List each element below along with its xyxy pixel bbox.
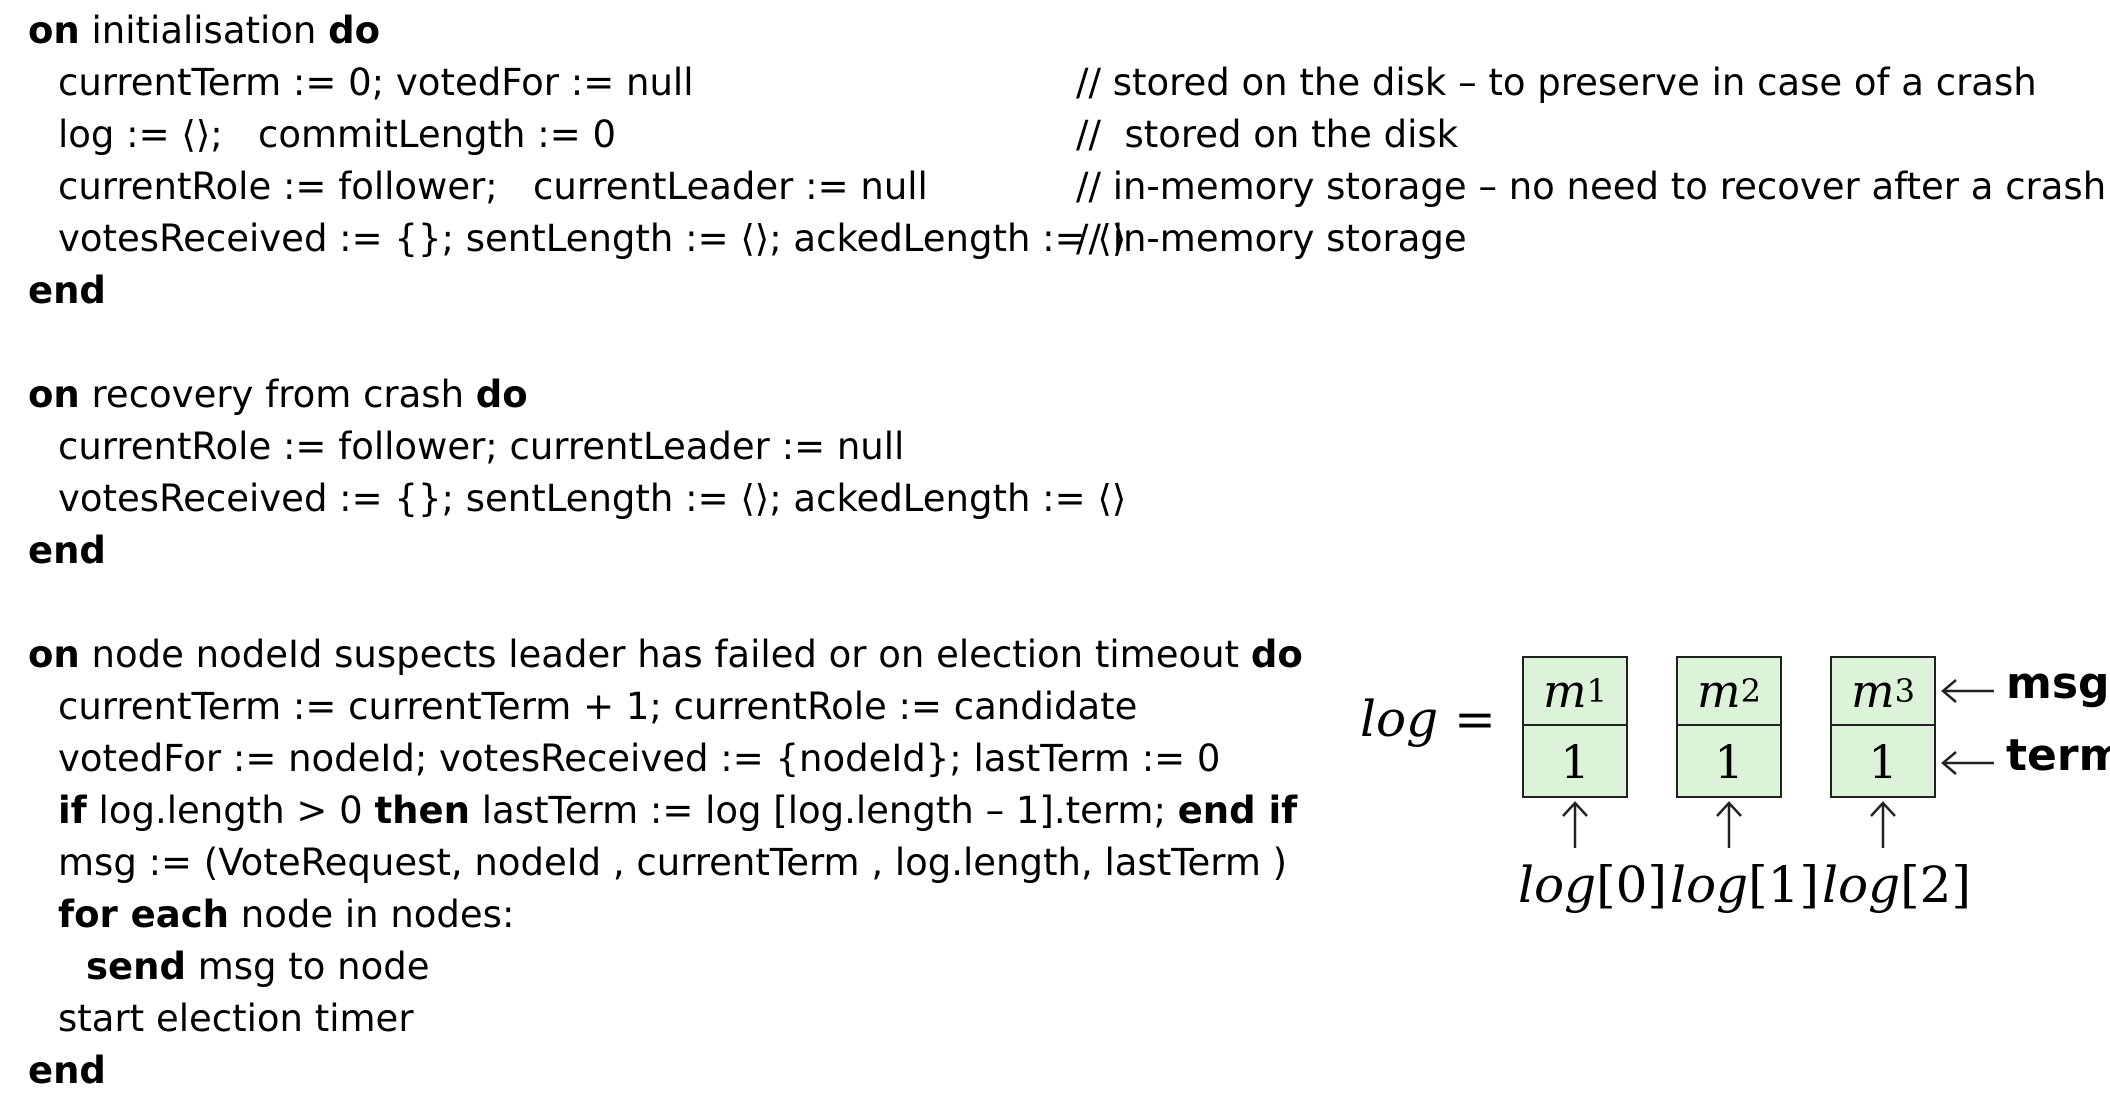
keyword-for-each: for each: [58, 893, 229, 936]
recovery-end: end: [28, 526, 106, 576]
entry-term: 1: [1868, 735, 1898, 789]
keyword-then: then: [374, 789, 470, 832]
keyword-end: end: [28, 529, 106, 572]
entry-term: 1: [1560, 735, 1590, 789]
log-index-0: log[0]: [1518, 856, 1667, 914]
keyword-do: do: [328, 9, 381, 52]
index-value: 0: [1615, 856, 1648, 914]
recovery-heading: on recovery from crash do: [28, 370, 528, 420]
init-heading-text: initialisation: [79, 9, 329, 52]
index-value: 1: [1767, 856, 1800, 914]
keyword-on: on: [28, 633, 80, 676]
equals-sign: =: [1454, 690, 1496, 748]
recovery-line-1: currentRole := follower; currentLeader :…: [58, 425, 905, 468]
up-arrow-icon: [1716, 801, 1742, 848]
index-label: log: [1670, 856, 1749, 914]
election-line-4: msg := (VoteRequest, nodeId , currentTer…: [58, 841, 1288, 884]
keyword-on: on: [28, 9, 80, 52]
up-arrow-icon: [1870, 801, 1896, 848]
comment-2: // stored on the disk: [1076, 113, 1459, 156]
init-line-4: votesReceived := {}; sentLength := ⟨⟩; a…: [58, 217, 1127, 260]
msg-subscript: 2: [1740, 672, 1761, 710]
term-label: term: [2006, 730, 2110, 781]
recovery-line-2: votesReceived := {}; sentLength := ⟨⟩; a…: [58, 477, 1127, 520]
msg-symbol: m: [1697, 664, 1741, 718]
init-line-3: currentRole := follower; currentLeader :…: [58, 165, 928, 208]
init-heading: on initialisation do: [28, 6, 380, 56]
recovery-heading-text: recovery from crash: [79, 373, 476, 416]
send-text: msg to node: [185, 945, 430, 988]
election-line-1: currentTerm := currentTerm + 1; currentR…: [58, 685, 1138, 728]
index-label: log: [1518, 856, 1597, 914]
index-value: 2: [1919, 856, 1952, 914]
msg-label: msg: [2006, 658, 2110, 709]
msg-symbol: m: [1851, 664, 1895, 718]
keyword-if: if: [58, 789, 87, 832]
comment-3: // in-memory storage – no need to recove…: [1076, 165, 2107, 208]
election-heading: on node nodeId suspects leader has faile…: [28, 630, 1303, 680]
log-index-2: log[2]: [1822, 856, 1971, 914]
for-each-text: node in nodes:: [228, 893, 515, 936]
comment-1: // stored on the disk – to preserve in c…: [1076, 61, 2037, 104]
keyword-on: on: [28, 373, 80, 416]
if-body: lastTerm := log [log.length – 1].term;: [469, 789, 1178, 832]
election-heading-text: node nodeId suspects leader has failed o…: [79, 633, 1251, 676]
election-line-7: start election timer: [58, 997, 414, 1040]
if-condition: log.length > 0: [86, 789, 375, 832]
keyword-do: do: [1250, 633, 1303, 676]
election-line-6: send msg to node: [86, 942, 430, 992]
log-equals-label: log =: [1360, 690, 1496, 748]
comment-4: // in-memory storage: [1076, 217, 1467, 260]
election-end: end: [28, 1046, 106, 1096]
log-index-1: log[1]: [1670, 856, 1819, 914]
entry-term: 1: [1714, 735, 1744, 789]
keyword-end-if: end if: [1177, 789, 1298, 832]
msg-symbol: m: [1543, 664, 1587, 718]
up-arrow-icon: [1562, 801, 1588, 848]
init-line-2: log := ⟨⟩; commitLength := 0: [58, 113, 617, 156]
init-end: end: [28, 266, 106, 316]
keyword-end: end: [28, 1049, 106, 1092]
init-line-1: currentTerm := 0; votedFor := null: [58, 61, 694, 104]
keyword-end: end: [28, 269, 106, 312]
keyword-do: do: [475, 373, 528, 416]
left-arrow-icon: [1941, 751, 1994, 775]
election-line-5: for each node in nodes:: [58, 890, 514, 940]
keyword-send: send: [86, 945, 186, 988]
left-arrow-icon: [1941, 679, 1994, 703]
msg-subscript: 3: [1894, 672, 1915, 710]
index-label: log: [1822, 856, 1901, 914]
msg-subscript: 1: [1586, 672, 1607, 710]
log-symbol: log: [1360, 690, 1439, 748]
election-line-3: if log.length > 0 then lastTerm := log […: [58, 786, 1297, 836]
election-line-2: votedFor := nodeId; votesReceived := {no…: [58, 737, 1221, 780]
